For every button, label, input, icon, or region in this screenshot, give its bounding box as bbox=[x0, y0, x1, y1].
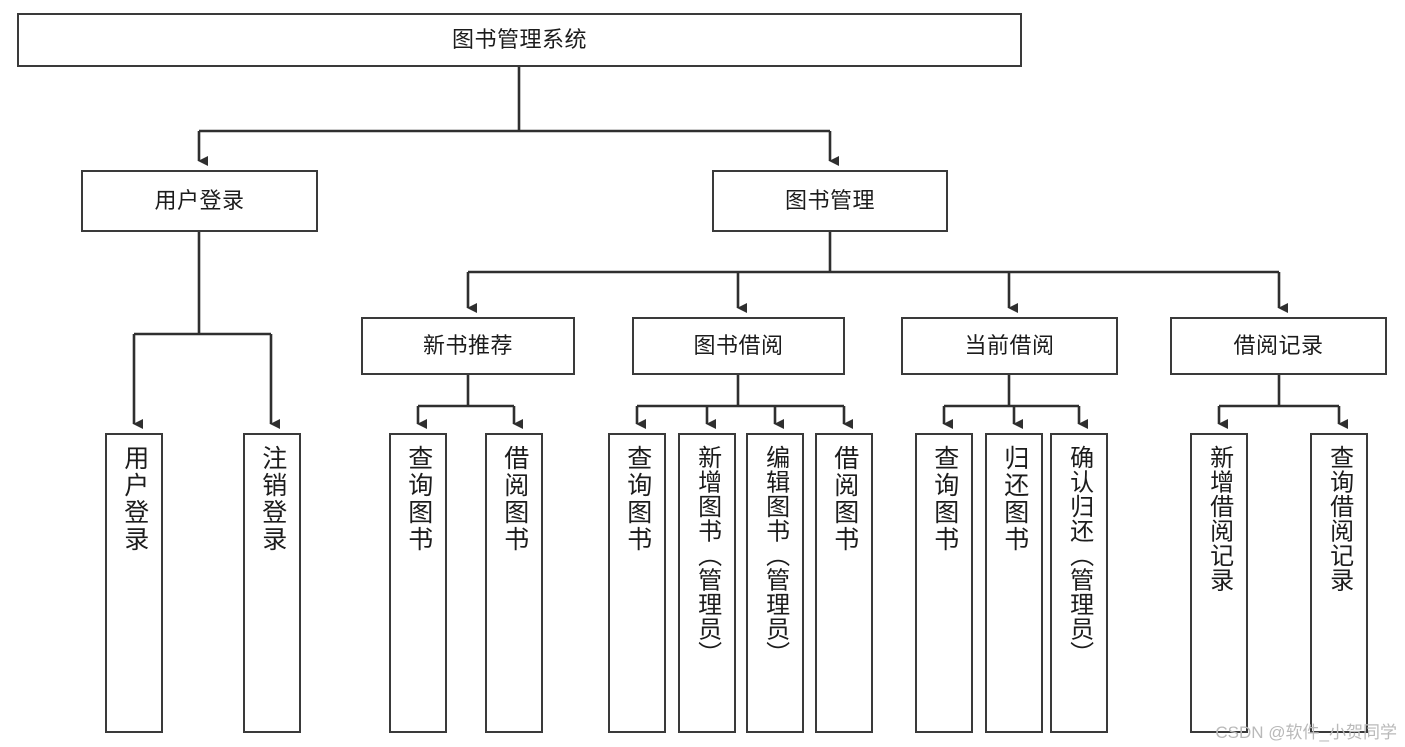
leaf-return-book-label: 归还图书 bbox=[1000, 445, 1029, 553]
leaf-add-borrow-record-label: 新增借阅记录 bbox=[1205, 445, 1233, 592]
leaf-return-book[interactable]: 归还图书 bbox=[985, 433, 1043, 733]
node-book-manage[interactable]: 图书管理 bbox=[712, 170, 948, 232]
leaf-query-book-bb-label: 查询图书 bbox=[623, 445, 652, 553]
node-user-login[interactable]: 用户登录 bbox=[81, 170, 318, 232]
watermark: CSDN @软件_小贺同学 bbox=[1215, 723, 1397, 742]
leaf-add-borrow-record[interactable]: 新增借阅记录 bbox=[1190, 433, 1248, 733]
leaf-user-login[interactable]: 用户登录 bbox=[105, 433, 163, 733]
node-root-label: 图书管理系统 bbox=[451, 26, 587, 52]
leaf-logout-label: 注销登录 bbox=[258, 445, 287, 553]
node-current-borrow[interactable]: 当前借阅 bbox=[901, 317, 1118, 375]
leaf-logout[interactable]: 注销登录 bbox=[243, 433, 301, 733]
leaf-borrow-book-nb-label: 借阅图书 bbox=[500, 445, 529, 553]
leaf-confirm-return-admin[interactable]: 确认归还（管理员） bbox=[1050, 433, 1108, 733]
leaf-borrow-book-bb[interactable]: 借阅图书 bbox=[815, 433, 873, 733]
node-book-borrow[interactable]: 图书借阅 bbox=[632, 317, 845, 375]
node-user-login-label: 用户登录 bbox=[154, 187, 245, 213]
node-borrow-record-label: 借阅记录 bbox=[1233, 332, 1324, 358]
leaf-query-book-nb-label: 查询图书 bbox=[404, 445, 433, 553]
leaf-query-borrow-record[interactable]: 查询借阅记录 bbox=[1310, 433, 1368, 733]
leaf-user-login-label: 用户登录 bbox=[120, 445, 149, 553]
node-borrow-record[interactable]: 借阅记录 bbox=[1170, 317, 1387, 375]
node-current-borrow-label: 当前借阅 bbox=[964, 332, 1055, 358]
leaf-borrow-book-bb-label: 借阅图书 bbox=[830, 445, 859, 553]
leaf-query-book-cb-label: 查询图书 bbox=[930, 445, 959, 553]
leaf-query-book-nb[interactable]: 查询图书 bbox=[389, 433, 447, 733]
leaf-query-book-bb[interactable]: 查询图书 bbox=[608, 433, 666, 733]
node-book-manage-label: 图书管理 bbox=[784, 187, 875, 213]
leaf-add-book-admin-label: 新增图书（管理员） bbox=[693, 445, 721, 666]
node-root[interactable]: 图书管理系统 bbox=[17, 13, 1022, 67]
node-book-borrow-label: 图书借阅 bbox=[693, 332, 784, 358]
leaf-edit-book-admin-label: 编辑图书（管理员） bbox=[761, 445, 789, 666]
leaf-borrow-book-nb[interactable]: 借阅图书 bbox=[485, 433, 543, 733]
leaf-add-book-admin[interactable]: 新增图书（管理员） bbox=[678, 433, 736, 733]
leaf-confirm-return-admin-label: 确认归还（管理员） bbox=[1065, 445, 1093, 666]
node-new-book-recommend[interactable]: 新书推荐 bbox=[361, 317, 575, 375]
leaf-query-borrow-record-label: 查询借阅记录 bbox=[1325, 445, 1353, 592]
leaf-query-book-cb[interactable]: 查询图书 bbox=[915, 433, 973, 733]
leaf-edit-book-admin[interactable]: 编辑图书（管理员） bbox=[746, 433, 804, 733]
node-new-book-recommend-label: 新书推荐 bbox=[422, 332, 513, 358]
